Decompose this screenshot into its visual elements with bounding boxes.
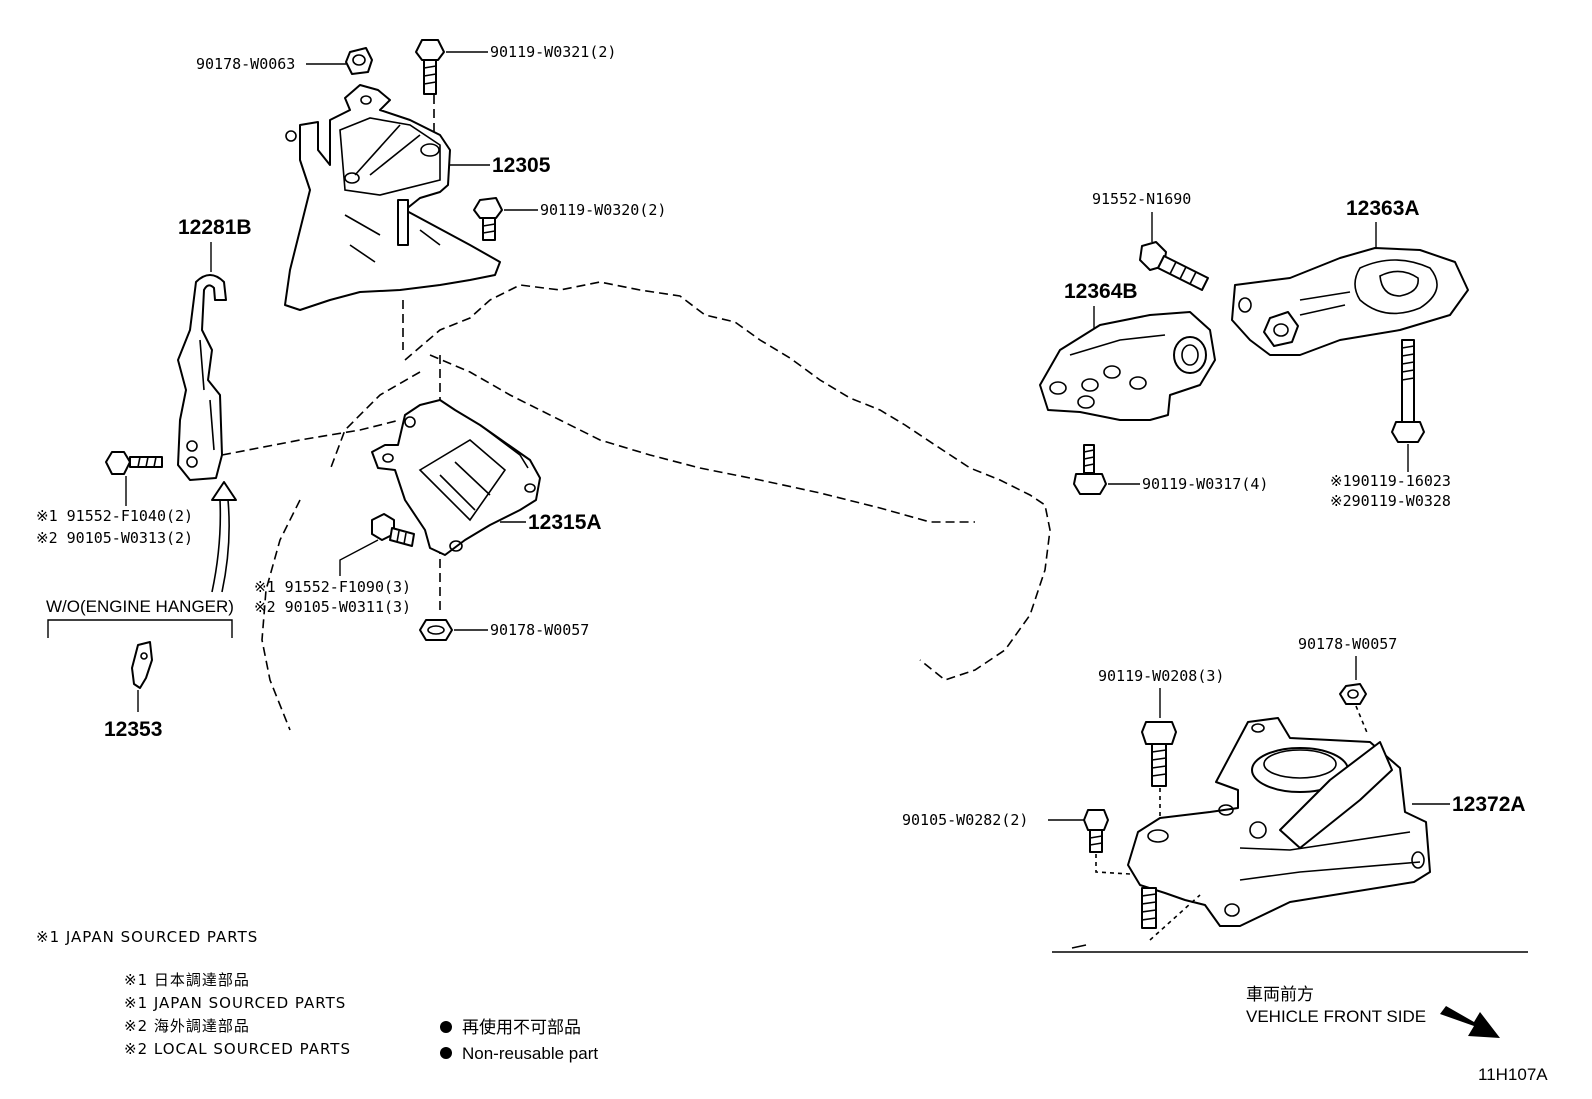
torque-rod-12363a[interactable] xyxy=(1231,247,1469,356)
legend-jp2: ※2 海外調達部品 xyxy=(124,1017,250,1035)
callout-90105-w0313: ※2 90105-W0313(2) xyxy=(36,529,193,547)
bolt-90119-w0208[interactable] xyxy=(1141,721,1177,787)
nonreusable-dot-icon-2 xyxy=(440,1047,452,1059)
callout-12364b: 12364B xyxy=(1064,280,1138,303)
callout-12305: 12305 xyxy=(492,154,551,177)
callout-90105-w0282: 90105-W0282(2) xyxy=(902,811,1028,829)
bracket-12315a[interactable] xyxy=(371,399,541,556)
nonreusable-dot-icon xyxy=(440,1021,452,1033)
callout-12353: 12353 xyxy=(104,718,162,741)
callout-90119-w0208: 90119-W0208(3) xyxy=(1098,667,1224,685)
callout-90119-w0317: 90119-W0317(4) xyxy=(1142,475,1268,493)
nut-90178-w0063[interactable] xyxy=(345,47,373,75)
legend-en2: ※2 LOCAL SOURCED PARTS xyxy=(124,1040,351,1058)
callout-91552-f1090: ※1 91552-F1090(3) xyxy=(254,578,411,596)
callout-12281b: 12281B xyxy=(178,216,252,239)
bracket-12364b[interactable] xyxy=(1039,311,1216,421)
callout-90119-w0320: 90119-W0320(2) xyxy=(540,201,666,219)
transmission-mount-12372a[interactable] xyxy=(1127,717,1431,929)
callout-90119-w0328: ※290119-W0328 xyxy=(1330,492,1451,510)
callout-90119-16023: ※190119-16023 xyxy=(1330,472,1451,490)
front-label-en: VEHICLE FRONT SIDE xyxy=(1246,1007,1426,1026)
part-12353[interactable] xyxy=(131,641,153,689)
callout-90119-w0321: 90119-W0321(2) xyxy=(490,43,616,61)
baseline-mark xyxy=(1071,944,1087,949)
note-japan-sourced-top: ※1 JAPAN SOURCED PARTS xyxy=(36,928,258,946)
callout-90105-w0311: ※2 90105-W0311(3) xyxy=(254,598,411,616)
vehicle-front-arrow-icon xyxy=(1440,1006,1500,1038)
nut-90178-w0057-b[interactable] xyxy=(1339,683,1367,705)
callout-12363a: 12363A xyxy=(1346,197,1420,220)
callout-91552-f1040: ※1 91552-F1040(2) xyxy=(36,507,193,525)
hanger-direction-arrow xyxy=(211,481,237,593)
engine-hanger-12281b[interactable] xyxy=(177,274,227,481)
callout-12372a: 12372A xyxy=(1452,793,1526,816)
callout-90178-w0057-b: 90178-W0057 xyxy=(1298,635,1397,653)
front-label-jp: 車両前方 xyxy=(1246,985,1314,1004)
callout-90178-w0063: 90178-W0063 xyxy=(196,55,295,73)
bolt-91552-f1040[interactable] xyxy=(105,451,163,475)
bolt-90119-w0321[interactable] xyxy=(415,39,445,95)
bolt-90119-w0320[interactable] xyxy=(473,197,503,241)
wo-engine-hanger-bracket-line xyxy=(47,619,233,638)
legend-jp1: ※1 日本調達部品 xyxy=(124,971,250,989)
nonreusable-en: Non-reusable part xyxy=(462,1044,598,1063)
bolt-91552-n1690[interactable] xyxy=(1139,241,1209,291)
nonreusable-jp: 再使用不可部品 xyxy=(462,1017,581,1037)
bolt-90119-16023[interactable] xyxy=(1391,339,1425,443)
engine-outline xyxy=(221,95,1051,731)
callout-90178-w0057-a: 90178-W0057 xyxy=(490,621,589,639)
engine-mount-12305[interactable] xyxy=(284,84,501,311)
label-wo-engine-hanger: W/O(ENGINE HANGER) xyxy=(46,597,234,616)
nut-90178-w0057-a[interactable] xyxy=(419,619,453,641)
callout-12315a: 12315A xyxy=(528,511,602,534)
legend-en1: ※1 JAPAN SOURCED PARTS xyxy=(124,994,346,1012)
callout-91552-n1690: 91552-N1690 xyxy=(1092,190,1191,208)
diagram-code: 11H107A xyxy=(1478,1065,1548,1084)
bolt-90119-w0317[interactable] xyxy=(1073,444,1107,495)
bolt-90105-w0282[interactable] xyxy=(1083,809,1109,853)
bolt-91552-f1090[interactable] xyxy=(371,513,415,547)
